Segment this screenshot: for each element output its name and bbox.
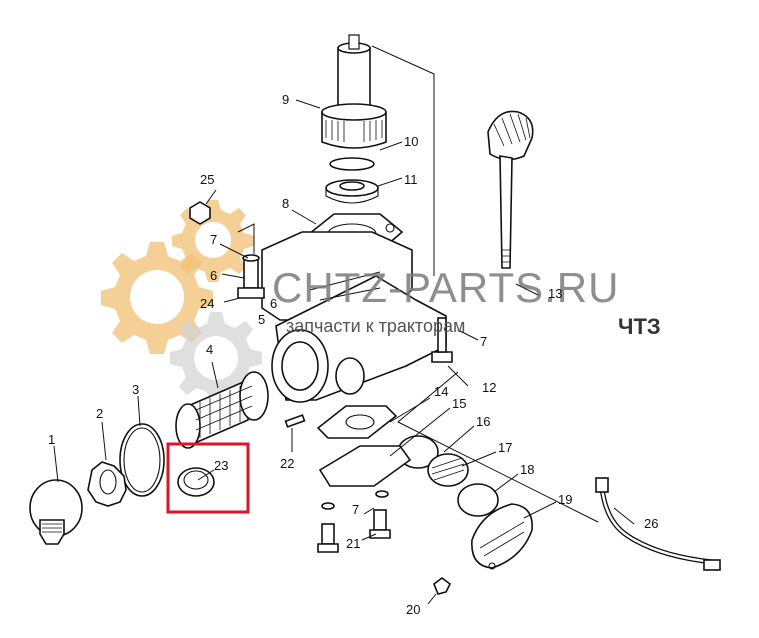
- part-14-gasket: [316, 405, 398, 439]
- label-part-8: 8: [282, 196, 289, 211]
- label-part-17: 17: [498, 440, 512, 455]
- label-part-24: 24: [200, 296, 214, 311]
- label-part-18: 18: [520, 462, 534, 477]
- label-part-14: 14: [434, 384, 448, 399]
- label-part-6b: 6: [270, 296, 277, 311]
- label-part-3: 3: [132, 382, 139, 397]
- part-23-highlight-frame: [166, 442, 250, 514]
- part-18-ring: [457, 483, 499, 517]
- label-part-19: 19: [558, 492, 572, 507]
- label-part-7a: 7: [210, 232, 217, 247]
- part-22-pin: [284, 414, 306, 428]
- part-4-filter: [175, 371, 269, 449]
- part-2-washer: [87, 461, 127, 507]
- part-1-plug: [29, 479, 83, 545]
- label-part-22: 22: [280, 456, 294, 471]
- label-part-6: 6: [210, 268, 217, 283]
- label-part-10: 10: [404, 134, 418, 149]
- label-part-20: 20: [406, 602, 420, 617]
- part-26-tube: [595, 477, 721, 571]
- watermark-site-text: CHTZ-PARTS.RU: [272, 264, 619, 311]
- watermark-tagline-text: запчасти к тракторам: [286, 316, 465, 336]
- label-part-21: 21: [346, 536, 360, 551]
- label-part-12: 12: [482, 380, 496, 395]
- part-3-ring: [119, 423, 165, 497]
- label-part-15: 15: [452, 396, 466, 411]
- part-11-bearing: [325, 179, 379, 204]
- part-12-bolt: [431, 317, 453, 363]
- gear-orange-small-icon: [172, 200, 254, 282]
- label-part-23: 23: [214, 458, 228, 473]
- leader-lines: [53, 45, 635, 605]
- label-part-11: 11: [404, 172, 418, 187]
- part-23-disc: [177, 467, 215, 497]
- part-19-cover: [471, 503, 533, 570]
- part-6-bolt: [237, 254, 265, 299]
- part-20-spring: [433, 577, 452, 595]
- housing-body: [261, 231, 447, 403]
- label-part-7b: 7: [480, 334, 487, 349]
- label-part-5: 5: [258, 312, 265, 327]
- label-part-13: 13: [548, 286, 562, 301]
- label-part-9: 9: [282, 92, 289, 107]
- gear-gray-icon: [170, 312, 262, 404]
- label-part-26: 26: [644, 516, 658, 531]
- part-17-disc: [427, 453, 469, 487]
- label-part-1: 1: [48, 432, 55, 447]
- label-part-2: 2: [96, 406, 103, 421]
- label-part-25: 25: [200, 172, 214, 187]
- part-10-ring: [329, 157, 375, 171]
- label-part-4: 4: [206, 342, 213, 357]
- part-13-pinion: [487, 110, 534, 269]
- label-part-7c: 7: [352, 502, 359, 517]
- part-9-shaft: [321, 34, 387, 149]
- part-15-plate: [318, 445, 412, 487]
- watermark-brand-text: ЧТЗ: [618, 314, 661, 339]
- watermark-gear-logo: [101, 200, 262, 404]
- label-part-16: 16: [476, 414, 490, 429]
- part-21-bolts: [317, 490, 391, 553]
- part-25-nut: [189, 201, 211, 225]
